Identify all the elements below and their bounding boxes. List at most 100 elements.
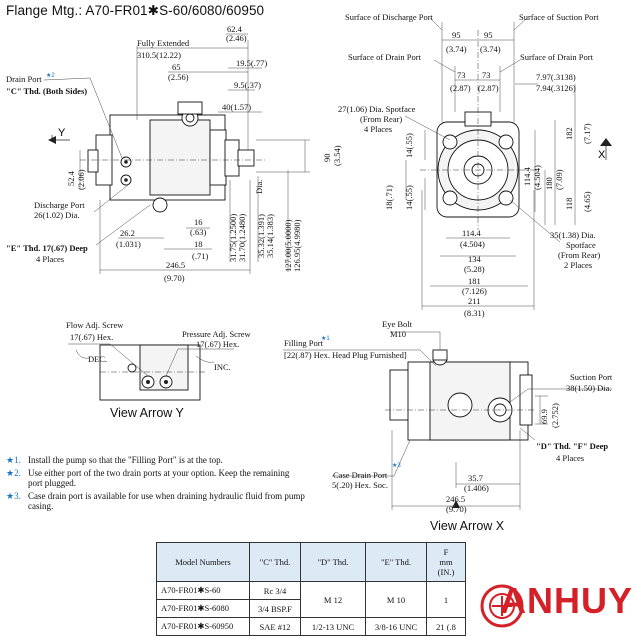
dim-9-70: (9.70) [164,273,185,283]
discharge-port-label: Discharge Port [34,200,85,210]
dim-73-right: 73 [482,70,491,80]
header-c-thd: "C" Thd. [249,542,301,582]
view-arrow-y: Flow Adj. Screw 17(.67) Hex. DEC. Pressu… [66,320,252,420]
dim-14-top: 14(.55) [404,133,414,158]
view-arrow-x-title: View Arrow X [430,519,505,533]
dim-4-504-h: (4.504) [460,239,485,249]
dim-9-70-x: (9.70) [446,504,467,514]
d-thd-cell: M 12 [300,581,366,618]
d-thd-label: "D" Thd. "F" Deep [536,441,608,451]
note-2: ★2. Use either port of the two drain por… [6,468,306,489]
dim-16: 16 [194,217,203,227]
c-thd-cell: 3/4 BSP.F [249,599,301,618]
header-model: Model Numbers [156,542,250,582]
dim-26-2: 26.2 [120,228,135,238]
dim-52-4: 52.4 [66,170,76,186]
dim-3-74-right: (3.74) [480,44,501,54]
dim-118: 118 [564,198,574,210]
dim-5-28: (5.28) [464,264,485,274]
dec-label: DEC. [88,354,107,364]
dim-0-63: (.63) [190,227,206,237]
dim-246-5: 246.5 [166,260,185,270]
logo-text: ANHUY [500,580,634,621]
dia-35-14: 35.14(1.383) [265,214,275,258]
dim-1-031: (1.031) [116,239,141,249]
dim-7-17: (7.17) [582,123,592,144]
arrow-y-letter: Y [58,127,66,139]
dim-95-right: 95 [484,30,493,40]
spotface2-label: Spotface [566,240,596,250]
dia-127-00: 127.00(5.0000) [283,219,293,272]
page-title: Flange Mtg.: A70-FR01✱S-60/6080/60950 [6,3,265,18]
dim-0-71: (.71) [192,251,208,261]
dim-2-87-right: (2.87) [478,83,499,93]
dim-246-5-x: 246.5 [446,494,465,504]
dim-90: 90 [322,154,332,163]
table-header-row: Model Numbers "C" Thd. "D" Thd. "E" Thd.… [156,542,466,582]
flow-hex-label: 17(.67) Hex. [70,332,113,342]
dim-181: 181 [468,276,481,286]
e-thd-cell: M 10 [365,581,427,618]
from-rear2-label: (From Rear) [558,250,600,260]
eye-bolt-label: Eye Bolt [382,319,413,329]
fully-extended-label: Fully Extended [137,38,190,48]
f-cell: 1 [426,581,466,618]
from-rear-label: (From Rear) [360,114,402,124]
case-drain-label: Case Drain Port [333,470,388,480]
star-icon: ★3. [6,490,21,501]
four-places-label: 4 Places [364,124,392,134]
note-text: Use either port of the two drain ports a… [28,467,290,489]
model-cell: A70-FR01✱S-6080 [156,599,250,618]
dim-310-5: 310.5(12.22) [137,50,181,60]
case-drain-hex-label: 5(.20) Hex. Soc. [332,480,388,490]
note-1: ★1. Install the pump so that the "Fillin… [6,455,306,466]
dim-114-4-v: 114.4 [522,166,532,186]
drain-thd-label: "C" Thd. (Both Sides) [6,86,87,96]
dim-18-left: 18(.71) [384,185,394,210]
spec-table: Model Numbers "C" Thd. "D" Thd. "E" Thd.… [156,542,466,636]
dim-2-06: (2.06) [76,169,86,190]
dim-2-752: (2.752) [550,403,560,428]
dim-73-left: 73 [457,70,466,80]
dim-65: 65 [172,62,181,72]
notes-list: ★1. Install the pump so that the "Fillin… [6,455,306,514]
dim-3-74-left: (3.74) [446,44,467,54]
dia-126-95: 126.95(4.9980) [292,219,302,272]
anhuy-logo-seal [480,584,524,628]
dim-7-94: 7.94(.3126) [536,83,576,93]
discharge-dia-label: 26(1.02) Dia. [34,210,80,220]
dim-35-7: 35.7 [468,473,483,483]
dim-3-54: (3.54) [332,145,342,166]
pressure-hex-label: 17(.67) Hex. [196,339,239,349]
view-arrow-y-title: View Arrow Y [110,406,185,420]
pressure-screw-label: Pressure Adj. Screw [182,329,252,339]
front-view: Surface of Discharge Port Surface of Suc… [338,12,612,318]
dim-4-504-v: (4.504) [532,165,542,190]
flow-screw-label: Flow Adj. Screw [66,320,124,330]
suction-dia-label: 38(1.50) Dia. [566,383,612,393]
dim-14-bottom: 14(.55) [404,185,414,210]
dim-2-46: (2.46) [226,33,247,43]
dim-8-31: (8.31) [464,308,485,318]
dim-69-9: 69.9 [539,409,549,424]
star-2-icon: ★2 [46,72,55,79]
star-icon: ★2. [6,467,21,478]
dim-1-406: (1.406) [464,483,489,493]
suction-port-label: Suction Port [570,372,613,382]
dim-180: 180 [544,177,554,190]
dia-31-75: 31.75(1.2500) [228,214,238,262]
dim-211: 211 [468,296,480,306]
header-e-thd: "E" Thd. [365,542,427,582]
dim-4-65: (4.65) [582,191,592,212]
surface-suction-label: Surface of Suction Port [519,12,599,22]
arrow-x-letter: X [598,149,606,161]
inc-label: INC. [214,362,231,372]
surface-discharge-label: Surface of Discharge Port [345,12,434,22]
plug-label: [22(.87) Hex. Head Plug Furnished] [284,350,407,360]
side-view: 62.4 (2.46) Fully Extended 310.5(12.22) … [6,24,342,283]
dia-31-70: 31.70(1.2480) [237,214,247,262]
star-3-icon: ★3 [392,462,401,469]
table-row: A70-FR01✱S-6080 3/4 BSP.F [156,599,466,618]
filling-port-label: Filling Port [284,338,324,348]
